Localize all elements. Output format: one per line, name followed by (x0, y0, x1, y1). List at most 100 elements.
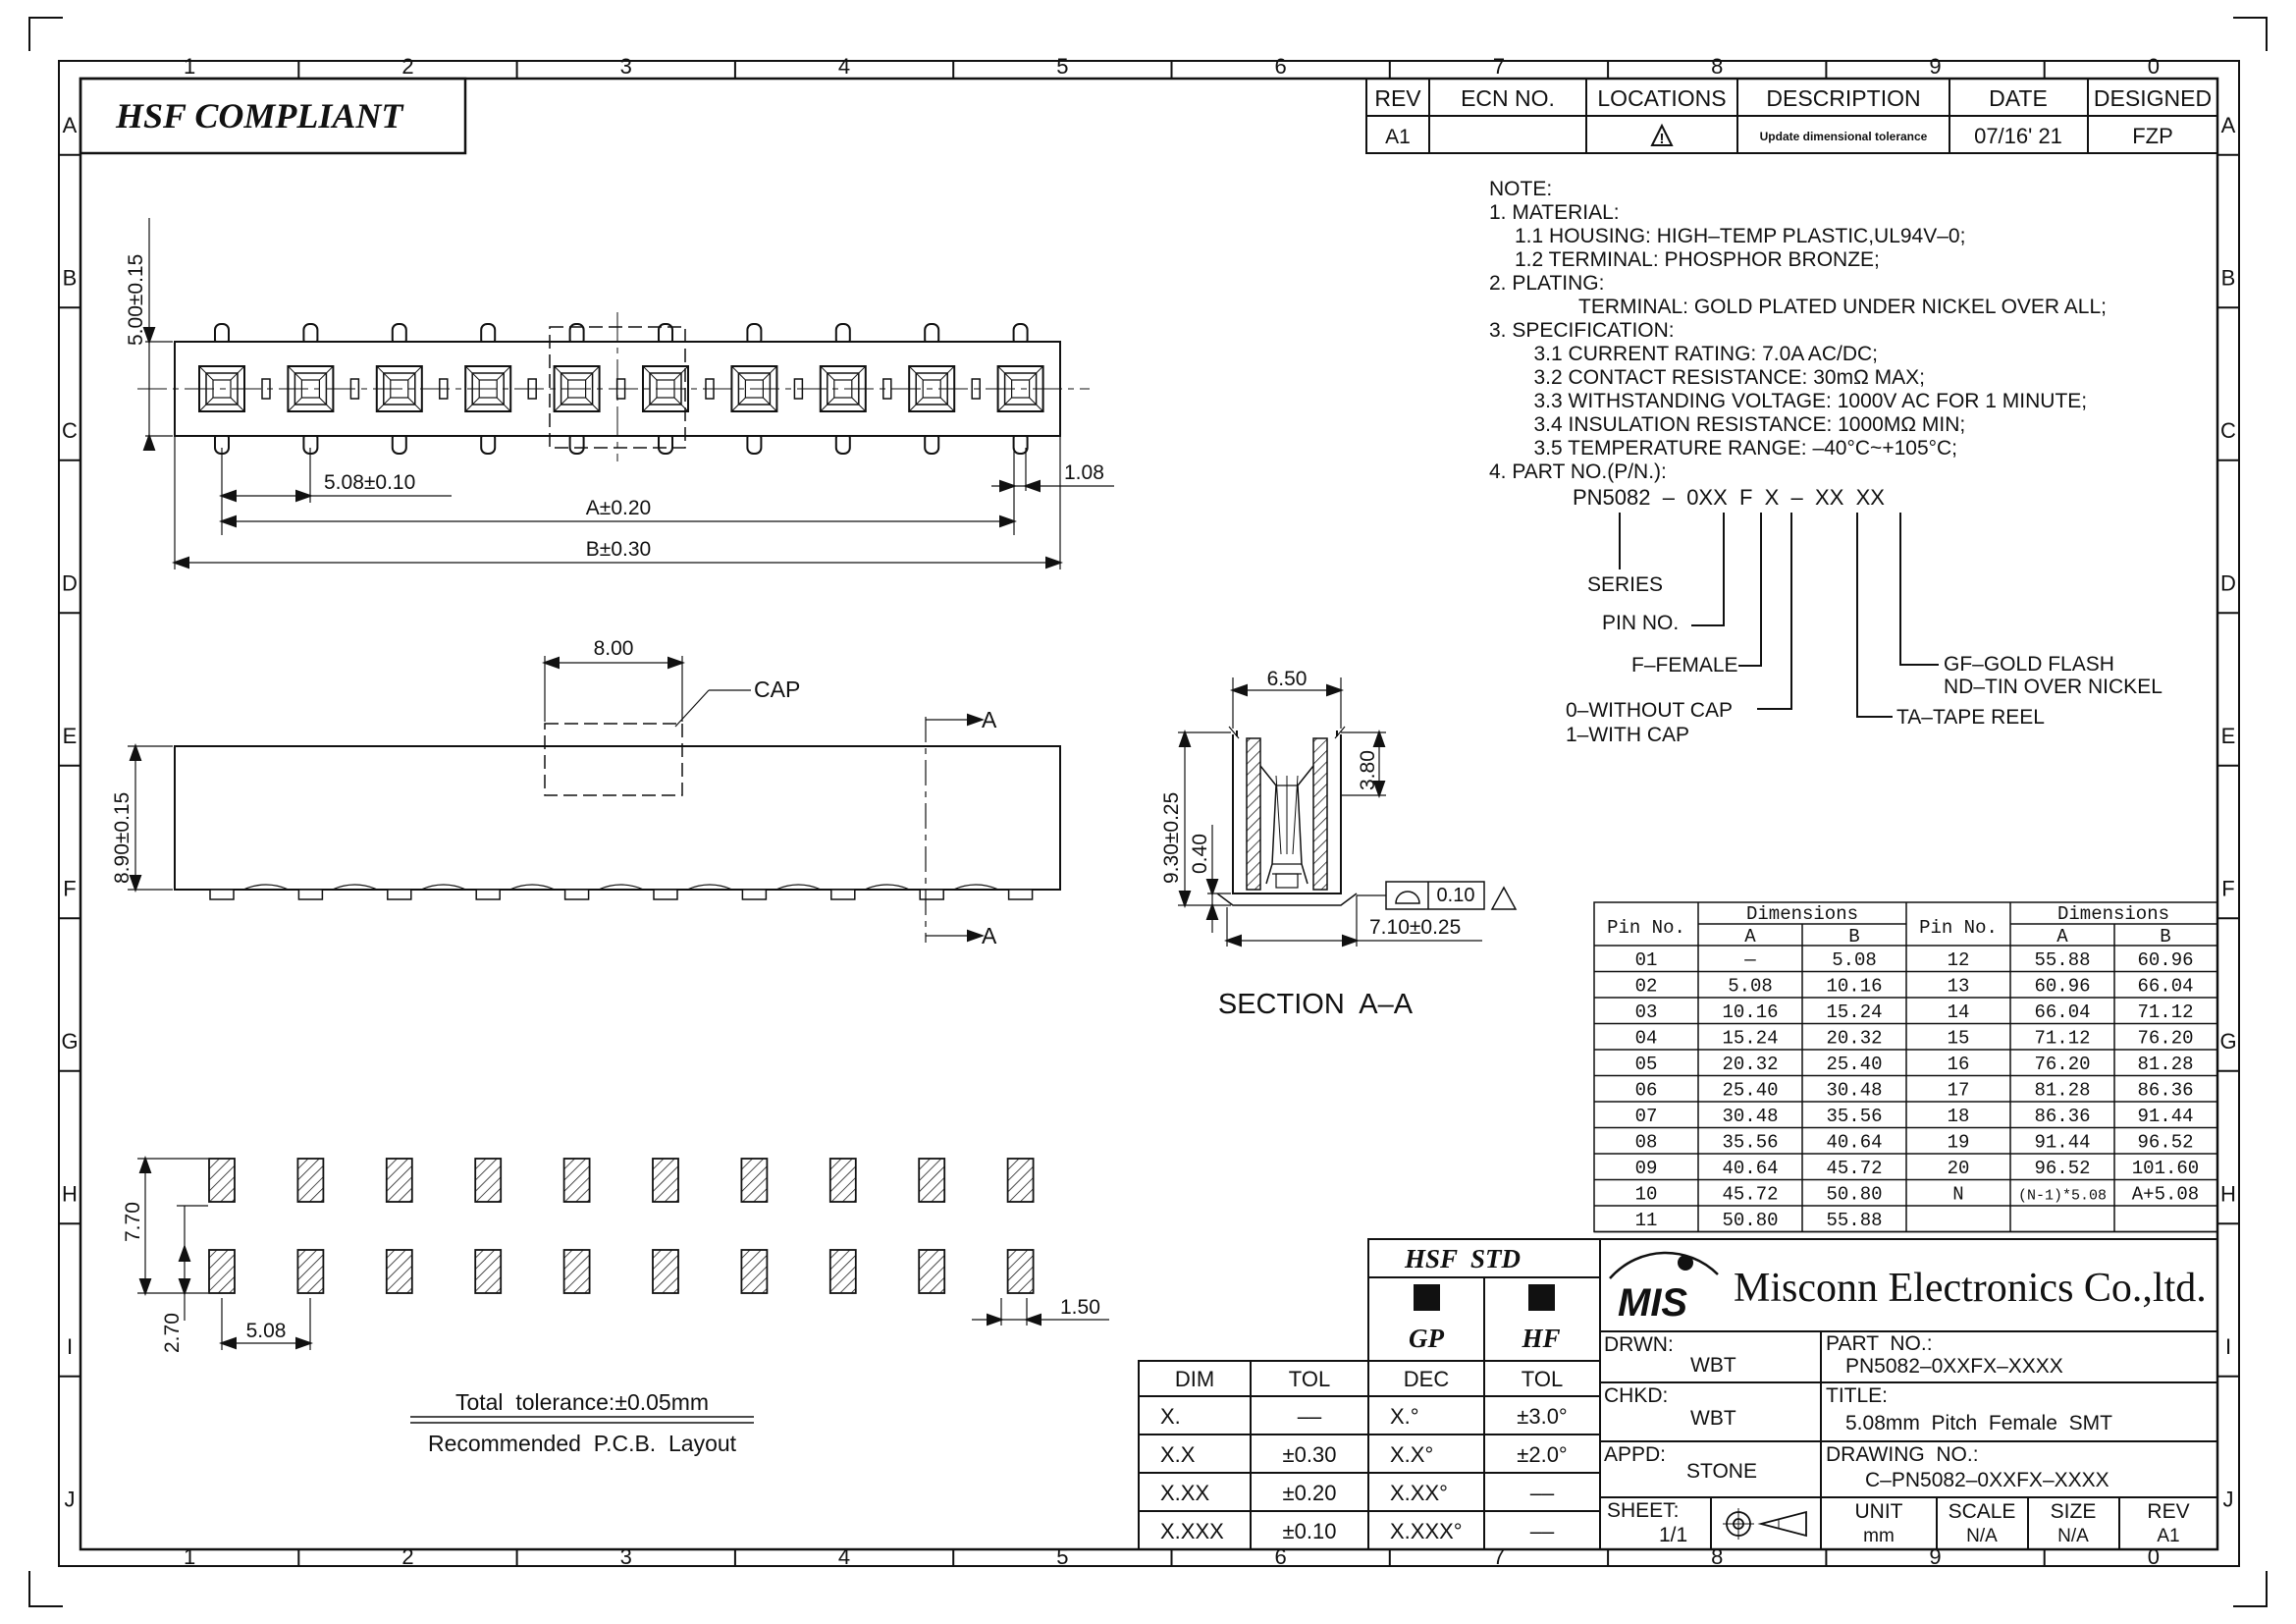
dim-cell: 17 (1948, 1080, 1970, 1102)
dim-group-header: Dimensions (2057, 903, 2169, 925)
legend-nd: ND–TIN OVER NICKEL (1944, 676, 2163, 698)
hsf-tol-cell: ±2.0° (1517, 1442, 1567, 1467)
frame-row-label: D (2220, 571, 2236, 596)
dim-cell: 66.04 (2137, 976, 2193, 998)
ecn-header: ECN NO. (1461, 85, 1555, 111)
appd-value: STONE (1686, 1460, 1757, 1483)
frame-row-label: B (63, 266, 78, 291)
pcb-tolerance: Total tolerance:±0.05mm (455, 1389, 709, 1415)
pcb-title: Recommended P.C.B. Layout (428, 1431, 737, 1456)
top-a-dim: A±0.20 (586, 497, 651, 519)
hsf-dec-cell: X.X° (1390, 1442, 1433, 1467)
note-line: 3.1 CURRENT RATING: 7.0A AC/DC; (1534, 343, 1878, 365)
dim-cell: 06 (1635, 1080, 1658, 1102)
frame-row-label: H (62, 1182, 78, 1207)
frame-col-label: 5 (1056, 1544, 1068, 1569)
frame-col-label: 2 (401, 54, 413, 79)
frame-row-label: G (61, 1029, 78, 1054)
legend-cap0: 0–WITHOUT CAP (1566, 699, 1733, 722)
outer-frame (58, 60, 2240, 1567)
dim-cell: 05 (1635, 1054, 1658, 1075)
section-view (1178, 677, 1518, 947)
dim-cell: 5.08 (1728, 976, 1773, 998)
section-height-dim: 9.30±0.25 (1160, 792, 1183, 884)
frame-col-label: 4 (838, 1544, 850, 1569)
dim-cell: 04 (1635, 1028, 1658, 1050)
note-line: 2. PLATING: (1489, 272, 1604, 295)
rev-value: A1 (1385, 126, 1411, 148)
dim-cell: A+5.08 (2132, 1184, 2199, 1206)
legend-tape: TA–TAPE REEL (1896, 706, 2045, 729)
frame-col-label: 8 (1711, 54, 1723, 79)
legend-series: SERIES (1587, 573, 1663, 596)
frame-col-label: 5 (1056, 54, 1068, 79)
hsf-std-title: HSF STD (1404, 1244, 1521, 1273)
dim-cell: 20 (1948, 1158, 1970, 1179)
note-line: 3.2 CONTACT RESISTANCE: 30mΩ MAX; (1534, 366, 1925, 389)
size-value: N/A (2057, 1526, 2089, 1546)
section-width-dim: 6.50 (1267, 668, 1308, 690)
frame-col-label: 3 (620, 54, 632, 79)
dim-cell: 16 (1948, 1054, 1970, 1075)
dim-cell: 45.72 (1722, 1184, 1778, 1206)
note-line: 1.2 TERMINAL: PHOSPHOR BRONZE; (1515, 248, 1880, 271)
tol-tol-cell: ±0.10 (1283, 1519, 1337, 1543)
drwn-value: WBT (1690, 1354, 1736, 1377)
dim-col-a: A (1744, 926, 1756, 947)
frame-col-label: 1 (184, 54, 195, 79)
hsf-std-table (1367, 1238, 1601, 1550)
part-label: PART NO.: (1826, 1332, 1933, 1355)
frame-row-label: F (63, 877, 76, 901)
cap-width-dim: 8.00 (594, 637, 634, 660)
dim-cell: 15.24 (1722, 1028, 1778, 1050)
dim-cell: 50.80 (1826, 1184, 1882, 1206)
top-pitch-dim: 5.08±0.10 (324, 471, 415, 494)
frame-row-label: E (63, 724, 78, 748)
date-value: 07/16' 21 (1974, 124, 2062, 148)
pcb-layout (137, 1156, 1109, 1424)
dim-cell: 18 (1948, 1106, 1970, 1127)
top-view (137, 218, 1114, 569)
dim-pin-header: Pin No. (1607, 917, 1685, 939)
dim-cell: 81.28 (2137, 1054, 2193, 1075)
dim-cell: 25.40 (1722, 1080, 1778, 1102)
legend-female: F–FEMALE (1631, 654, 1738, 677)
top-b-dim: B±0.30 (586, 538, 651, 561)
frame-col-label: 0 (2148, 1544, 2160, 1569)
note-line: 3. SPECIFICATION: (1489, 319, 1675, 342)
hsf-dec-cell: X.XX° (1390, 1481, 1448, 1505)
date-header: DATE (1989, 85, 2048, 111)
drwn-label: DRWN: (1604, 1333, 1674, 1356)
frame-row-label: H (2220, 1182, 2236, 1207)
dim-cell: 66.04 (2034, 1001, 2090, 1023)
dim-cell: 76.20 (2034, 1054, 2090, 1075)
hsf-dec-cell: X.° (1390, 1404, 1419, 1429)
frame-col-label: 0 (2148, 54, 2160, 79)
dim-cell: 30.48 (1722, 1106, 1778, 1127)
flatness-value: 0.10 (1437, 885, 1475, 906)
tolerance-table (1138, 1360, 1369, 1550)
section-top-dim: 3.80 (1357, 750, 1379, 790)
frame-row-label: E (2221, 724, 2236, 748)
dim-cell: 20.32 (1826, 1028, 1882, 1050)
sheet-value: 1/1 (1659, 1524, 1687, 1546)
section-foot-dim: 7.10±0.25 (1369, 916, 1461, 939)
dim-cell: 86.36 (2034, 1106, 2090, 1127)
dim-cell: 14 (1948, 1001, 1970, 1023)
pcb-row-spacing: 7.70 (122, 1202, 144, 1242)
scale-label: SCALE (1949, 1500, 2016, 1523)
frame-row-label: B (2221, 266, 2236, 291)
dim-cell: 71.12 (2137, 1001, 2193, 1023)
top-end-dim: 1.08 (1064, 461, 1104, 484)
frame-row-label: A (63, 113, 78, 137)
section-title: SECTION A–A (1218, 989, 1414, 1020)
frame-col-label: 7 (1493, 1544, 1505, 1569)
dim-cell: 13 (1948, 976, 1970, 998)
size-label: SIZE (2051, 1500, 2097, 1523)
frame-row-label: A (2221, 113, 2236, 137)
frame-row-label: G (2219, 1029, 2236, 1054)
note-line: 1. MATERIAL: (1489, 201, 1620, 224)
